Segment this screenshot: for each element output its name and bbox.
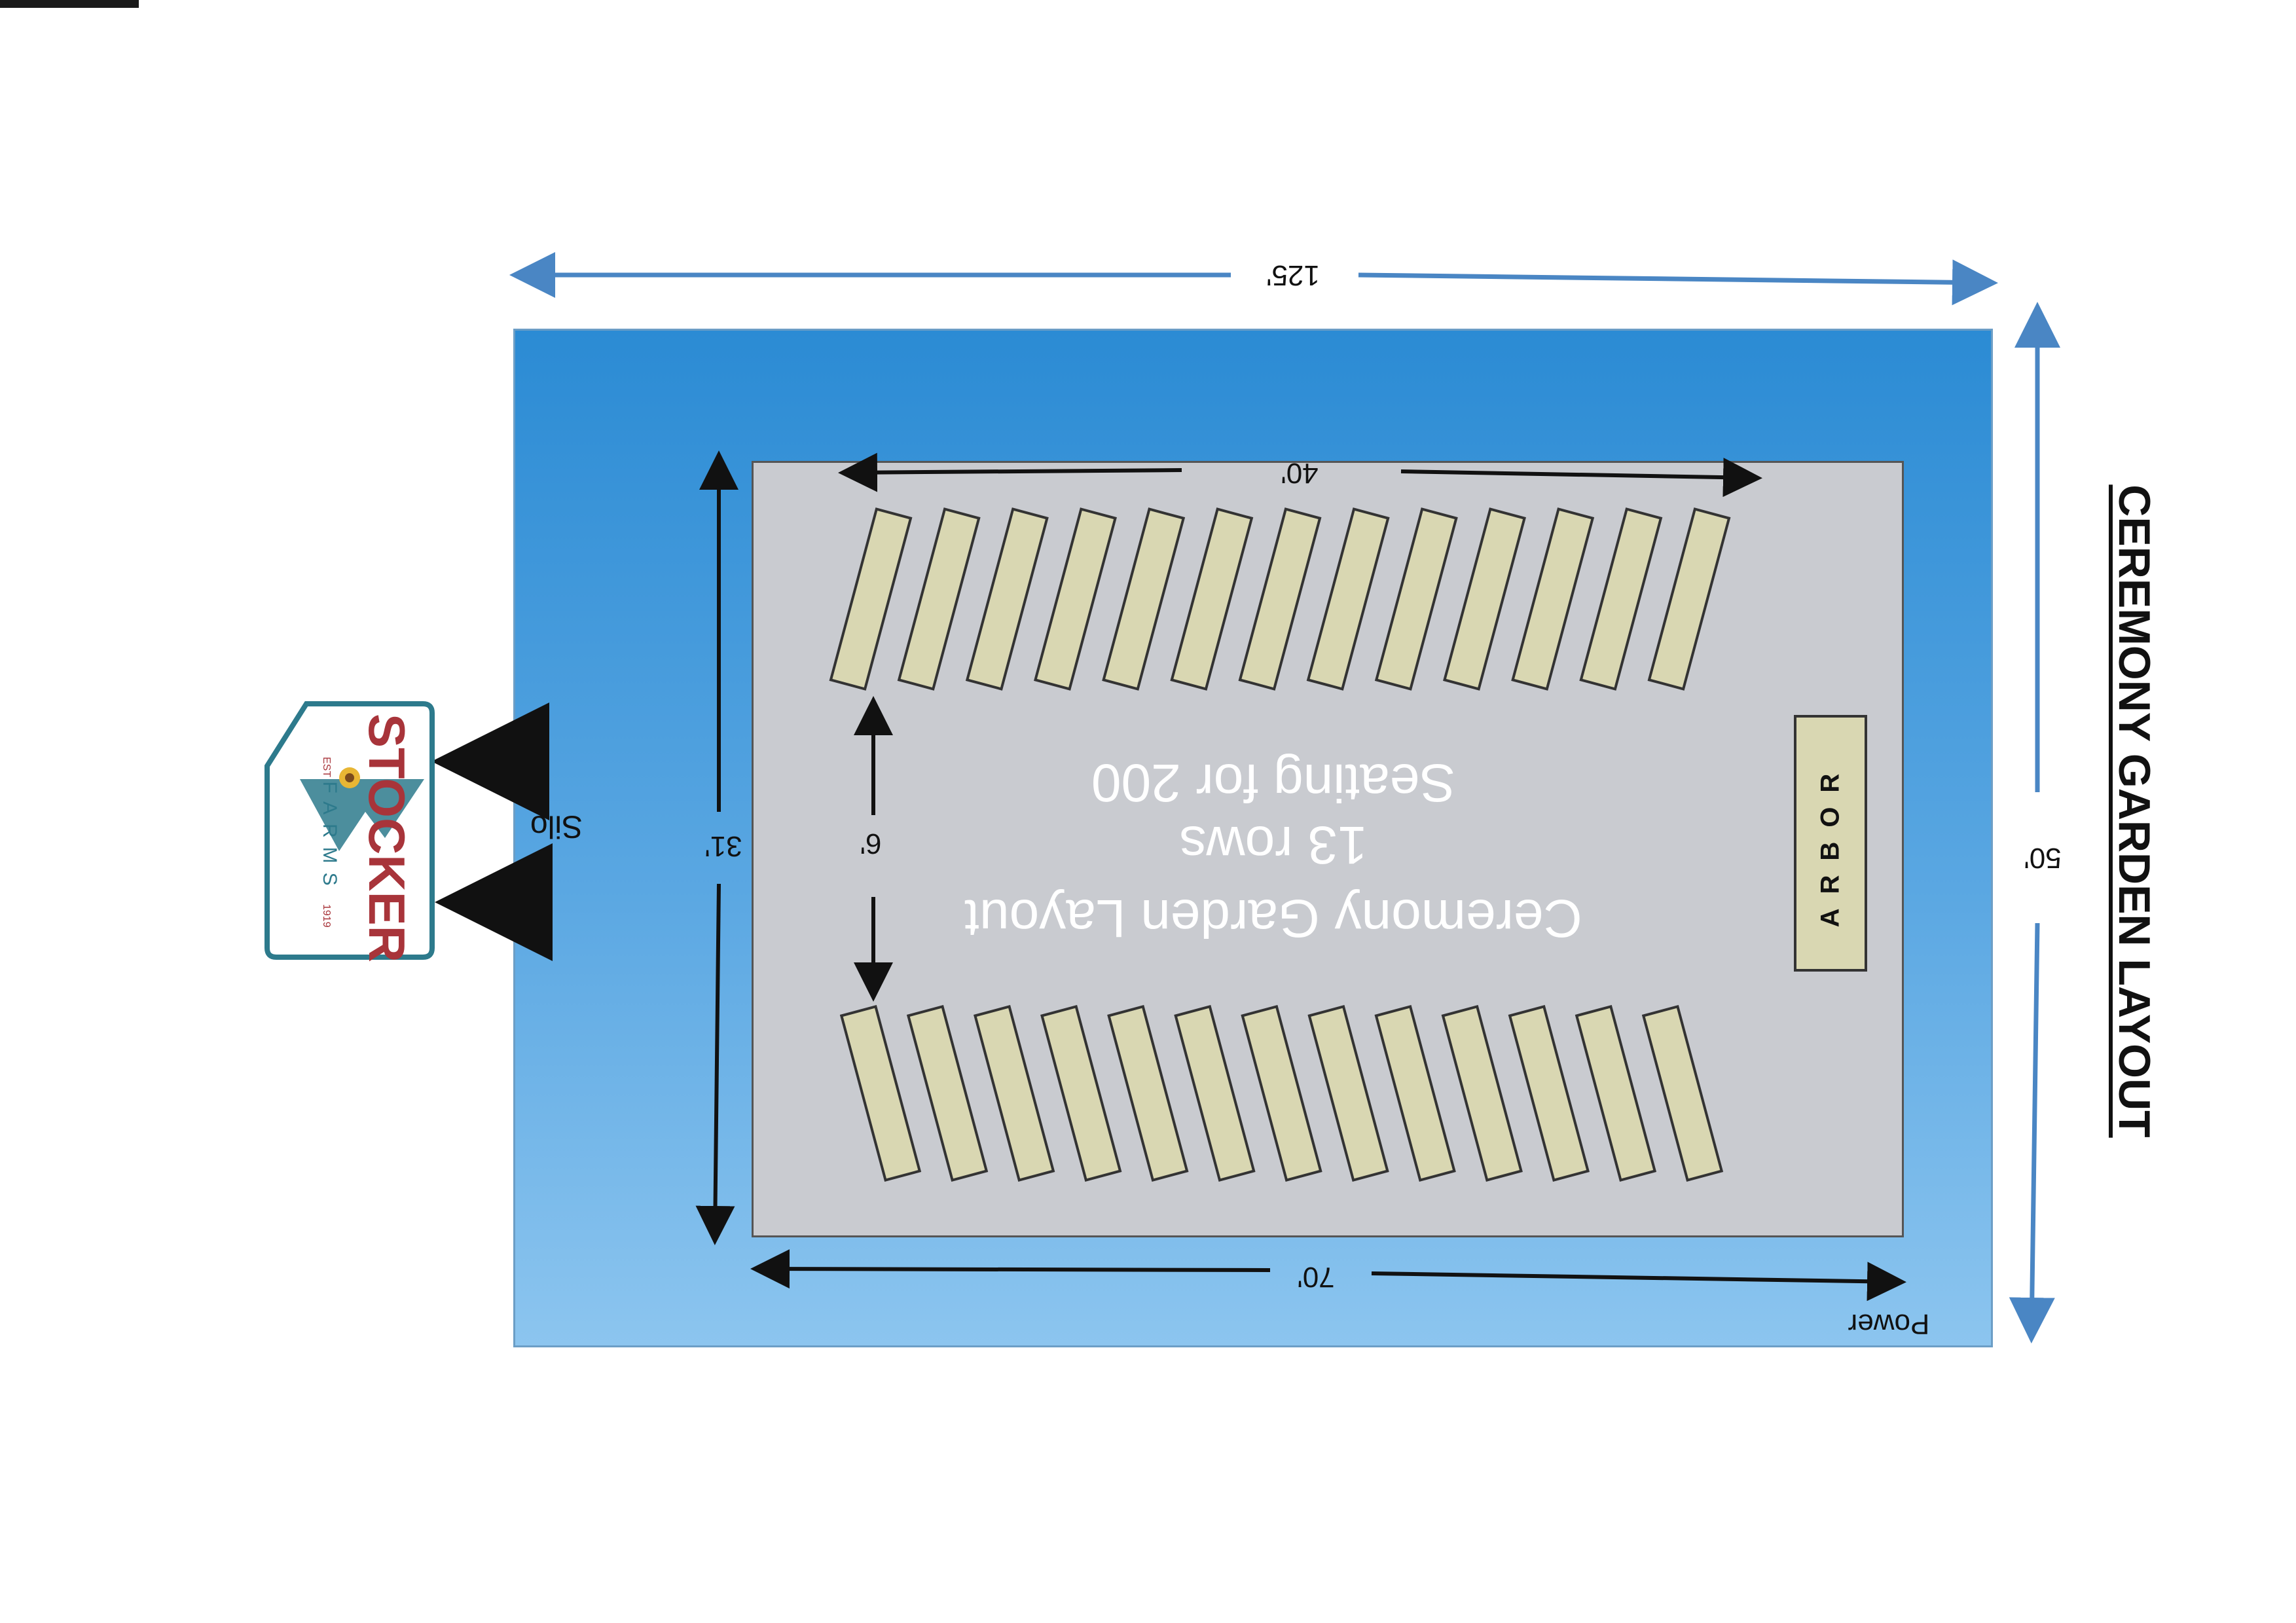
upper-bench-11 [1511,507,1595,691]
aisle-label: 6' [860,828,882,860]
field-length-arrow-right [1358,259,1998,306]
lower-bench-13 [1641,1004,1724,1182]
arbor-label: ARBOR [1815,759,1845,928]
svg-text:FARMS: FARMS [319,781,340,894]
garden-length-arrow-right [1371,1262,1906,1302]
rows-count-label: 13 rows [1179,815,1368,875]
silo-label: Silo [530,809,583,844]
lower-bench-4 [1040,1004,1122,1182]
upper-bench-5 [1102,507,1186,691]
lower-bench-11 [1508,1004,1590,1182]
scan-edge-mark [0,0,139,8]
seating-span-arrow-left [838,452,1182,492]
garden-width-label: 31' [704,830,742,862]
seating-span-label: 40' [1281,457,1319,489]
power-label: Power [1848,1308,1930,1340]
upper-bench-2 [897,507,981,691]
lower-bench-2 [906,1004,989,1182]
upper-bench-7 [1238,507,1322,691]
seating-capacity-label: Seating for 200 [1091,753,1456,812]
upper-bench-9 [1374,507,1458,691]
upper-bench-12 [1579,507,1663,691]
lower-bench-5 [1107,1004,1189,1182]
bench-rows [829,507,1731,1182]
svg-text:1919: 1919 [321,904,332,928]
garden-heading: Ceremony Garden Layout [964,888,1582,948]
upper-bench-8 [1306,507,1390,691]
arbor [1794,715,1867,972]
field-width-label: 50' [2024,842,2062,874]
lower-bench-10 [1441,1004,1523,1182]
upper-bench-4 [1034,507,1117,691]
upper-bench-6 [1170,507,1254,691]
seating-span-arrow-right [1400,458,1762,498]
upper-bench-13 [1647,507,1731,691]
svg-text:EST: EST [321,757,332,777]
lower-bench-1 [839,1004,922,1182]
lower-bench-7 [1241,1004,1322,1182]
field-length-label: 125' [1266,259,1320,291]
upper-bench-1 [829,507,913,691]
lower-bench-8 [1307,1004,1389,1182]
lower-bench-9 [1374,1004,1456,1182]
svg-text:STOCKER: STOCKER [358,714,416,962]
garden-length-label: 70' [1297,1261,1335,1293]
lower-bench-3 [973,1004,1055,1182]
garden-length-arrow-left [750,1249,1271,1289]
garden-width-arrow-down [695,883,735,1245]
upper-bench-3 [965,507,1049,691]
lower-bench-12 [1575,1004,1657,1182]
upper-bench-10 [1443,507,1526,691]
lower-bench-6 [1174,1004,1256,1182]
stocker-farms-logo: STOCKER FARMS EST 1919 [264,701,435,962]
field-width-arrow-down [2009,922,2055,1343]
